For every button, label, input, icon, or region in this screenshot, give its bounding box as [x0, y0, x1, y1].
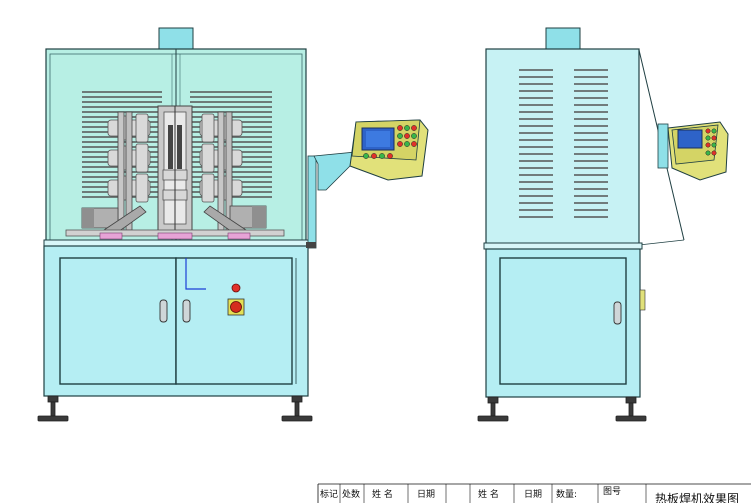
right-door-handle	[182, 299, 191, 323]
side-vent-slots	[519, 69, 608, 218]
tb-cell-date-2: 日期	[524, 489, 542, 500]
tb-cell-name-1: 姓 名	[372, 488, 393, 500]
title-block: 标记 处数 姓 名 日期 姓 名 日期 数量: 图号 热板焊机效果图	[317, 483, 751, 503]
tb-cell-quantity: 数量:	[556, 488, 577, 500]
side-cabinet-door	[499, 257, 627, 385]
right-fixture	[227, 232, 251, 240]
front-cabinet-door-right	[175, 257, 293, 385]
emergency-stop-button	[230, 301, 242, 313]
tb-cell-mark: 标记	[320, 488, 338, 500]
welding-mechanism	[65, 105, 285, 240]
tb-cell-drawing-no: 图号	[603, 486, 621, 497]
front-cabinet-door-left	[59, 257, 177, 385]
control-arm	[306, 151, 357, 249]
side-top-vent	[545, 27, 581, 51]
left-door-handle	[159, 299, 168, 323]
tb-cell-date-1: 日期	[417, 489, 435, 500]
left-fixture	[99, 232, 123, 240]
side-control-screen	[677, 129, 703, 149]
tb-cell-count: 处数	[342, 488, 360, 500]
control-buttons	[363, 125, 417, 159]
drawing-title: 热板焊机效果图	[655, 491, 739, 503]
side-view	[477, 27, 729, 422]
side-feet	[477, 396, 647, 422]
center-fixture	[157, 232, 193, 240]
side-upper-body	[485, 48, 640, 246]
tb-cell-name-2: 姓 名	[478, 488, 499, 500]
front-top-vent	[158, 27, 194, 51]
side-door-handle	[613, 301, 622, 325]
power-indicator	[231, 283, 241, 293]
side-table-top	[483, 242, 643, 250]
control-box	[349, 119, 429, 181]
side-control-box	[657, 121, 729, 181]
front-feet	[37, 395, 313, 422]
cable	[185, 258, 206, 290]
front-table-top	[43, 239, 311, 247]
front-view	[37, 27, 429, 422]
